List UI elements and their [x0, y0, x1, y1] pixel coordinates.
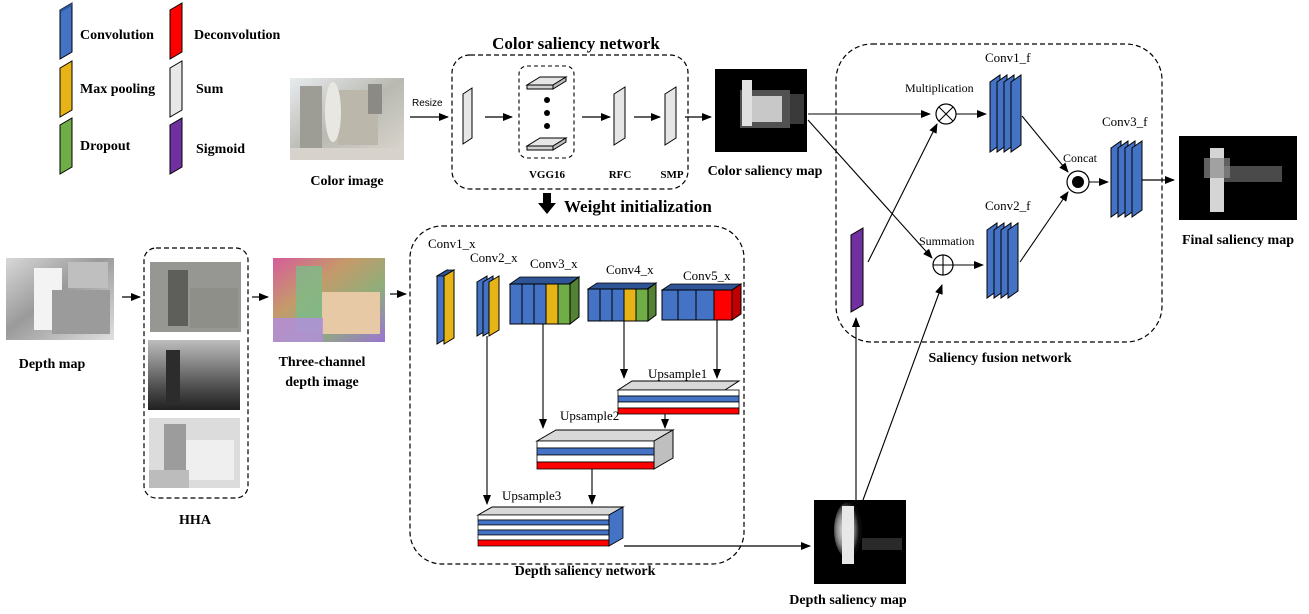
final-saliency-map	[1179, 136, 1297, 220]
depth-saliency-map	[814, 500, 906, 584]
legend-sigmoid-swatch	[169, 117, 183, 175]
conv3-label: Conv3_x	[530, 256, 578, 271]
arrow-depth-map-to-summation	[862, 284, 943, 501]
legend-max-pooling-label: Max pooling	[80, 82, 155, 97]
final-saliency-map-caption: Final saliency map	[1182, 233, 1294, 248]
fusion-network-box	[835, 43, 1163, 343]
concat-label: Concat	[1063, 151, 1098, 165]
upsample2-label: Upsample2	[560, 408, 619, 423]
three-channel-image	[273, 258, 385, 342]
weight-init-arrow	[538, 193, 556, 214]
hha-image-2	[148, 340, 240, 410]
arrow-color-map-to-summation	[807, 119, 933, 259]
conv1f-label: Conv1_f	[985, 50, 1031, 65]
arrow-sigmoid-to-multiplication	[867, 123, 938, 263]
conv3-block	[508, 275, 581, 326]
legend-sum-swatch	[169, 60, 183, 118]
conv1-label: Conv1_x	[428, 236, 476, 251]
upsample3-block	[476, 506, 625, 547]
summation-label: Summation	[919, 234, 974, 248]
color-saliency-map-caption: Color saliency map	[708, 164, 823, 179]
color-image-caption: Color image	[310, 174, 383, 189]
rfc-label: RFC	[609, 169, 632, 181]
conv4-block	[586, 282, 658, 322]
conv3f-label: Conv3_f	[1102, 114, 1148, 129]
hha-label: HHA	[179, 513, 212, 528]
summation-icon	[932, 254, 954, 276]
vgg16-label: VGG16	[529, 169, 566, 181]
color-input-layer	[462, 87, 473, 145]
legend-max-pooling-swatch	[59, 60, 73, 118]
legend-sigmoid-label: Sigmoid	[196, 142, 245, 157]
arrow-conv1f-to-concat	[1021, 115, 1069, 173]
vgg16-dot	[544, 97, 550, 103]
vgg16-dot	[544, 110, 550, 116]
color-image	[290, 78, 404, 160]
conv2f-label: Conv2_f	[985, 198, 1031, 213]
vgg16-top-layer	[525, 76, 568, 90]
multiplication-label: Multiplication	[905, 81, 974, 95]
depth-network-box	[409, 225, 745, 565]
color-network-box	[451, 54, 689, 190]
hha-box	[143, 247, 249, 499]
legend-convolution-swatch	[59, 2, 73, 60]
smp-layer	[664, 86, 677, 146]
depth-network-title: Depth saliency network	[515, 564, 656, 579]
weight-init-label: Weight initialization	[564, 197, 712, 216]
conv2f-block	[986, 222, 1019, 299]
upsample3-label: Upsample3	[502, 488, 561, 503]
legend: Convolution Deconvolution Max pooling Su…	[59, 2, 281, 175]
upsample2-block	[535, 429, 675, 470]
upsample1-label: Upsample1	[648, 366, 707, 381]
concat-icon	[1066, 170, 1090, 194]
color-saliency-map	[715, 69, 807, 152]
legend-convolution-label: Convolution	[80, 28, 154, 43]
conv4-label: Conv4_x	[606, 262, 654, 277]
conv2-block	[476, 275, 500, 337]
resize-label: Resize	[412, 98, 443, 109]
fusion-network-title: Saliency fusion network	[928, 351, 1071, 366]
vgg16-dot	[544, 123, 550, 129]
legend-dropout-label: Dropout	[80, 139, 131, 154]
depth-map-image	[6, 258, 114, 340]
conv1-block	[435, 269, 456, 345]
upsample1-block	[616, 380, 741, 415]
legend-sum-label: Sum	[196, 82, 224, 97]
conv5-block	[660, 283, 743, 321]
multiplication-icon	[935, 103, 957, 125]
conv3f-block	[1110, 140, 1143, 218]
conv1f-block	[989, 74, 1022, 153]
three-channel-caption-line1: Three-channel	[279, 355, 366, 370]
legend-deconvolution-swatch	[169, 2, 183, 60]
vgg16-bottom-layer	[525, 137, 568, 151]
depth-map-caption: Depth map	[19, 357, 86, 372]
hha-image-3	[149, 418, 240, 488]
depth-saliency-map-caption: Depth saliency map	[789, 593, 907, 608]
smp-label: SMP	[660, 169, 684, 181]
conv5-label: Conv5_x	[683, 268, 731, 283]
hha-image-1	[150, 262, 241, 332]
rfc-layer	[613, 86, 626, 146]
arrow-conv2f-to-concat	[1019, 191, 1069, 263]
sigmoid-block	[850, 227, 864, 313]
legend-deconvolution-label: Deconvolution	[194, 28, 281, 43]
legend-dropout-swatch	[59, 117, 73, 175]
three-channel-caption-line2: depth image	[285, 375, 359, 390]
conv2-label: Conv2_x	[470, 250, 518, 265]
color-network-title: Color saliency network	[492, 34, 660, 53]
